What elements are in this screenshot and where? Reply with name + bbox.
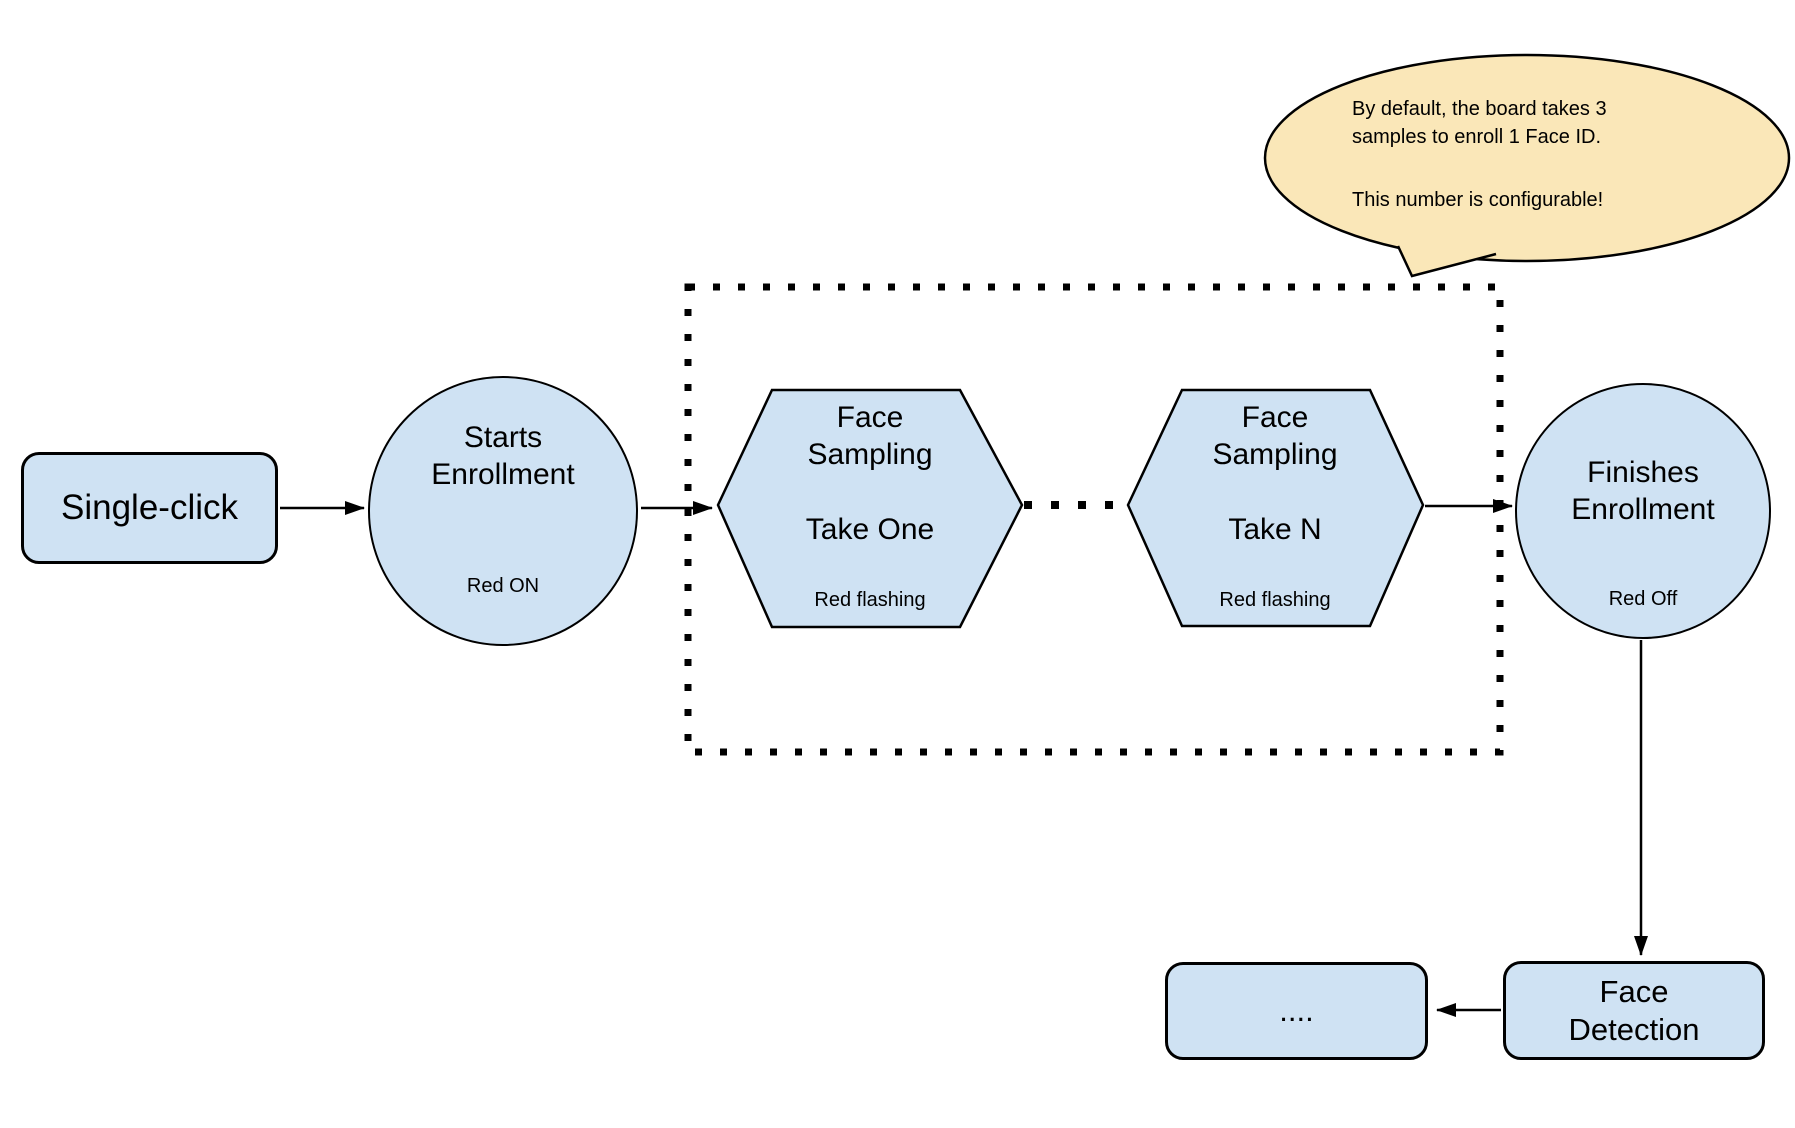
face-sampling-n-take: Take N — [1228, 513, 1322, 546]
face-sampling-one-status: Red flashing — [814, 589, 926, 611]
callout-bubble-tail — [1396, 245, 1497, 278]
face-sampling-one-line2: Sampling — [807, 438, 933, 471]
face-sampling-n-status: Red flashing — [1219, 589, 1331, 611]
continuation-label: .... — [1279, 993, 1314, 1028]
face-sampling-n-line1: Face — [1241, 401, 1309, 434]
callout-line-3: This number is configurable! — [1352, 189, 1604, 211]
starts-enrollment-node: Starts Enrollment Red ON — [368, 376, 638, 646]
finishes-enrollment-status: Red Off — [1608, 588, 1678, 610]
single-click-node: Single-click — [21, 452, 278, 564]
face-sampling-one-label: Face Sampling — [768, 399, 972, 473]
starts-enrollment-label: Starts Enrollment — [370, 419, 636, 493]
face-sampling-one-hexagon — [716, 388, 1024, 629]
face-detection-line1: Face — [1599, 973, 1669, 1009]
starts-enrollment-status: Red ON — [466, 575, 540, 597]
callout-bubble-ellipse — [1263, 53, 1791, 263]
starts-enrollment-line1: Starts — [463, 421, 543, 454]
face-detection-line2: Detection — [1568, 1011, 1700, 1047]
face-sampling-one-take: Take One — [805, 513, 935, 546]
face-sampling-n-label: Face Sampling — [1173, 399, 1377, 473]
callout-line-2: samples to enroll 1 Face ID. — [1352, 126, 1601, 148]
finishes-enrollment-label: Finishes Enrollment — [1517, 454, 1769, 528]
face-detection-node: Face Detection — [1503, 961, 1765, 1060]
finishes-enrollment-line1: Finishes — [1587, 456, 1699, 489]
callout-paragraph-2: This number is configurable! — [1352, 186, 1772, 214]
callout-line-1: By default, the board takes 3 — [1352, 98, 1607, 120]
finishes-enrollment-node: Finishes Enrollment Red Off — [1515, 383, 1771, 639]
callout-paragraph-1: By default, the board takes 3 samples to… — [1352, 95, 1772, 151]
continuation-node: .... — [1165, 962, 1428, 1060]
callout-bubble — [1263, 53, 1791, 278]
finishes-enrollment-line2: Enrollment — [1571, 493, 1715, 526]
sampling-group-dotted-border — [684, 283, 1504, 756]
starts-enrollment-line2: Enrollment — [431, 458, 575, 491]
face-sampling-one-line1: Face — [836, 401, 904, 434]
face-sampling-n-line2: Sampling — [1212, 438, 1338, 471]
single-click-label: Single-click — [61, 488, 238, 527]
face-sampling-n-hexagon — [1126, 388, 1425, 628]
